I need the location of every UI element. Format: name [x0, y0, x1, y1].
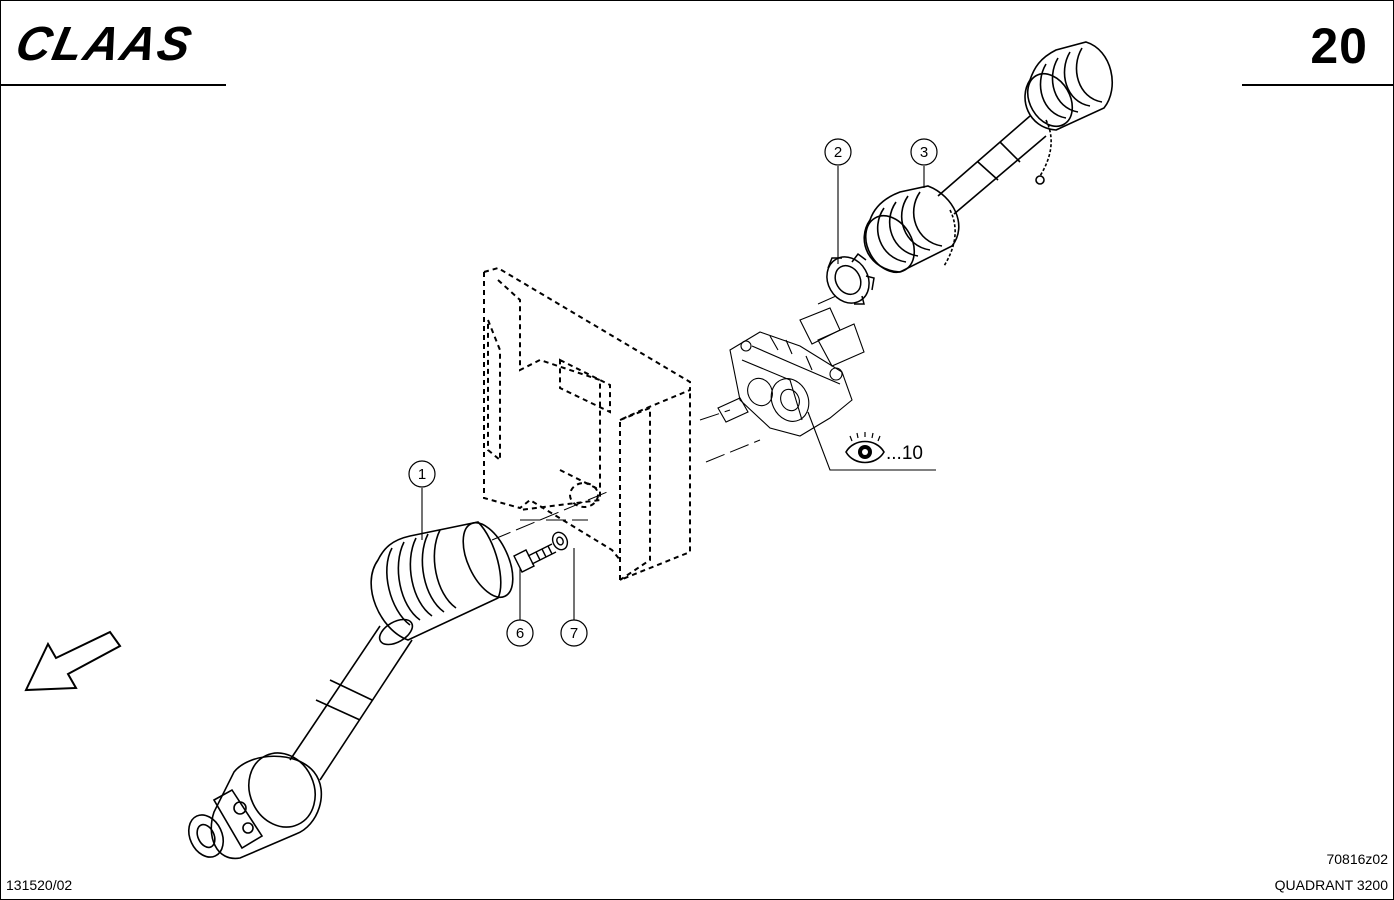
- callout-6: 6: [506, 619, 534, 647]
- axis-center-lines: [491, 295, 837, 541]
- callout-2-label: 2: [834, 144, 842, 161]
- callout-1: 1: [408, 460, 436, 488]
- callout-6-label: 6: [516, 625, 524, 642]
- eye-icon: [845, 432, 885, 464]
- page-number: 20: [1310, 18, 1368, 74]
- drawing-code: 70816z02: [1326, 851, 1388, 867]
- header-rule-left: [0, 84, 226, 86]
- drive-shaft-3: [863, 41, 1113, 274]
- machine-model: QUADRANT 3200: [1274, 877, 1388, 893]
- callout-7-label: 7: [570, 625, 578, 642]
- bolt-6: [513, 543, 557, 573]
- callout-7: 7: [560, 619, 588, 647]
- see-reference-text: ...10: [886, 443, 923, 464]
- direction-arrow: [24, 630, 122, 692]
- locking-collar-2: [826, 252, 875, 305]
- callout-3-label: 3: [920, 144, 928, 161]
- callout-1-label: 1: [418, 466, 426, 483]
- housing-plate-dashed: [483, 266, 691, 582]
- leader-lines: [421, 166, 936, 620]
- washer-7: [551, 531, 569, 551]
- document-code: 131520/02: [6, 877, 73, 893]
- gearbox: [717, 307, 865, 437]
- brand-logo-text: CLAAS: [14, 20, 198, 66]
- see-reference: ...10: [845, 432, 923, 464]
- drive-shaft-1: [187, 521, 514, 860]
- callout-2: 2: [824, 138, 852, 166]
- header-rule-right: [1242, 84, 1394, 86]
- brand-logo: CLAAS: [11, 17, 236, 70]
- callout-3: 3: [910, 138, 938, 166]
